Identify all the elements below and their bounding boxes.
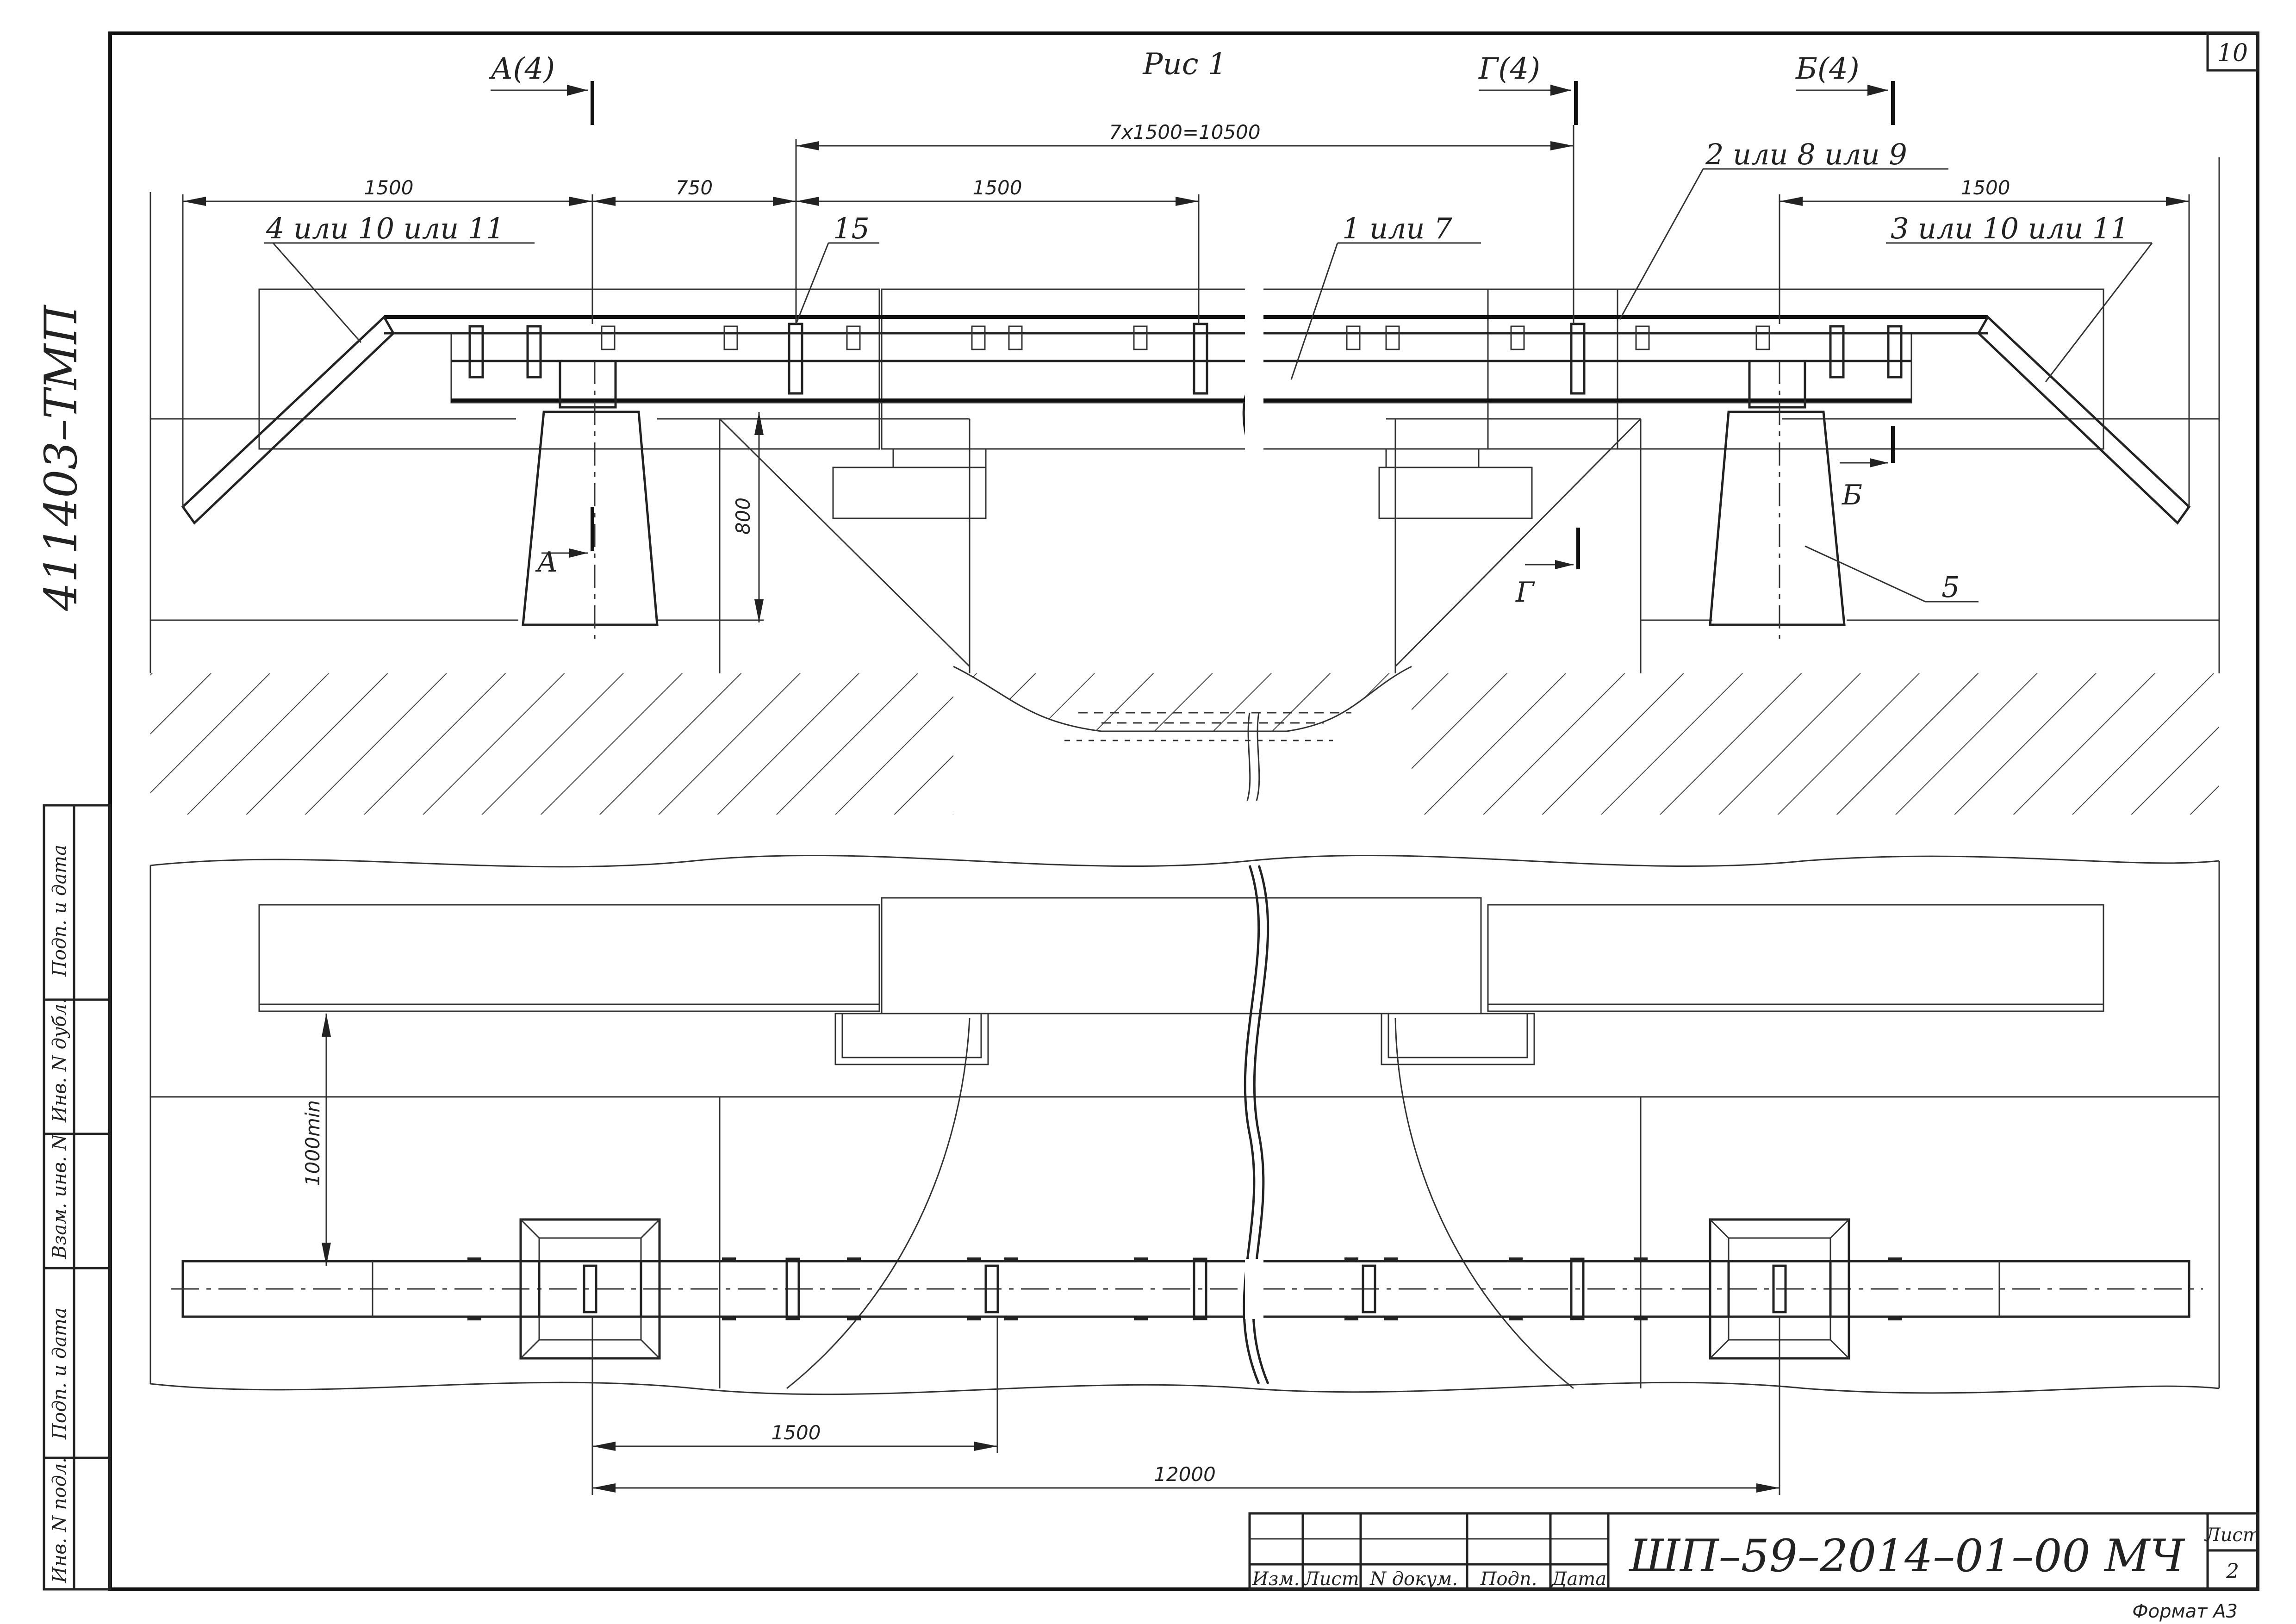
cut-mark-g: Г xyxy=(1515,528,1580,609)
section-mark-g-top: Г(4) xyxy=(1478,52,1578,125)
stamp-label-orig: Инв. N подл. xyxy=(49,1457,70,1583)
svg-text:2 или 8 или 9: 2 или 8 или 9 xyxy=(1705,137,1907,171)
cut-mark-a: А xyxy=(535,507,594,579)
svg-text:1500: 1500 xyxy=(1961,176,2010,199)
tb-sheet-label: Лист xyxy=(2204,1524,2260,1546)
dimension-plan-12000: 12000 xyxy=(592,1317,1780,1495)
tb-col-izm: Изм. xyxy=(1252,1568,1300,1590)
svg-text:1500: 1500 xyxy=(772,1421,821,1444)
svg-text:Г: Г xyxy=(1515,576,1535,609)
svg-text:А: А xyxy=(535,546,558,579)
stamp-label-sign-date-2: Подп. и дата xyxy=(49,1307,70,1440)
cut-mark-b: Б xyxy=(1840,426,1895,511)
plan-view: 1000min 1500 12000 xyxy=(149,854,2220,1495)
document-designation: ШП–59–2014–01–00 МЧ xyxy=(1628,1530,2185,1582)
figure-title: Рис 1 xyxy=(1142,47,1226,81)
side-code: 411403–ТМП xyxy=(35,304,87,611)
tb-sheet-value: 2 xyxy=(2226,1560,2239,1583)
sheet-number-box xyxy=(2206,32,2259,72)
svg-text:Г(4): Г(4) xyxy=(1478,52,1540,86)
svg-text:1500: 1500 xyxy=(364,176,414,199)
paper-format: Формат А3 xyxy=(2132,1601,2238,1622)
svg-text:15: 15 xyxy=(833,212,870,245)
side-stamp: Подп. и дата Инв. N дубл. Взам. инв. N П… xyxy=(43,804,112,1591)
stamp-label-replace: Взам. инв. N xyxy=(49,1133,70,1259)
elevation-view: А Б Г 7x1500=10500 xyxy=(149,121,2220,819)
pier-plan-left xyxy=(519,1218,661,1360)
svg-text:7x1500=10500: 7x1500=10500 xyxy=(1109,121,1260,143)
leader-15: 15 xyxy=(795,212,879,324)
section-mark-b-top: Б(4) xyxy=(1795,52,1895,125)
svg-text:Б: Б xyxy=(1842,479,1862,511)
leader-1-7: 1 или 7 xyxy=(1290,212,1481,380)
svg-text:1000min: 1000min xyxy=(301,1100,324,1186)
svg-text:12000: 12000 xyxy=(1154,1463,1216,1486)
title-block: Изм. Лист N докум. Подп. Дата ШП–59–2014… xyxy=(1248,1512,2260,1591)
leader-2-8-9: 2 или 8 или 9 xyxy=(1619,137,1948,320)
svg-text:3 или 10 или 11: 3 или 10 или 11 xyxy=(1891,212,2129,245)
dimension-height-800: 800 xyxy=(732,412,764,622)
svg-text:А(4): А(4) xyxy=(489,52,555,86)
dimension-plan-1500: 1500 xyxy=(591,1317,998,1495)
svg-text:800: 800 xyxy=(732,498,754,535)
tb-col-sign: Подп. xyxy=(1480,1568,1537,1590)
dimension-row-1500-750: 1500 750 1500 xyxy=(182,176,1200,507)
svg-text:5: 5 xyxy=(1941,570,1960,604)
section-mark-a-top: А(4) xyxy=(489,52,594,125)
sheet-number: 10 xyxy=(2217,39,2248,67)
dimension-clearance: 1000min xyxy=(301,1014,331,1266)
svg-text:750: 750 xyxy=(676,176,713,199)
svg-text:1 или 7: 1 или 7 xyxy=(1342,212,1452,245)
svg-text:4 или 10 или 11: 4 или 10 или 11 xyxy=(266,212,504,245)
stamp-label-dup: Инв. N дубл. xyxy=(49,998,70,1123)
stamp-label-sign-date-1: Подп. и дата xyxy=(49,845,70,977)
dimension-right-1500: 1500 xyxy=(1779,176,2190,507)
tb-col-list: Лист xyxy=(1303,1568,1359,1590)
leader-4-10-11: 4 или 10 или 11 xyxy=(264,212,535,343)
dimension-total-span: 7x1500=10500 xyxy=(795,121,1574,324)
tb-col-date: Дата xyxy=(1551,1568,1606,1590)
leader-3-10-11: 3 или 10 или 11 xyxy=(1886,212,2153,382)
tb-col-doc: N докум. xyxy=(1369,1568,1458,1590)
svg-text:1500: 1500 xyxy=(973,176,1022,199)
svg-text:Б(4): Б(4) xyxy=(1795,52,1860,86)
leader-5: 5 xyxy=(1804,545,1979,604)
